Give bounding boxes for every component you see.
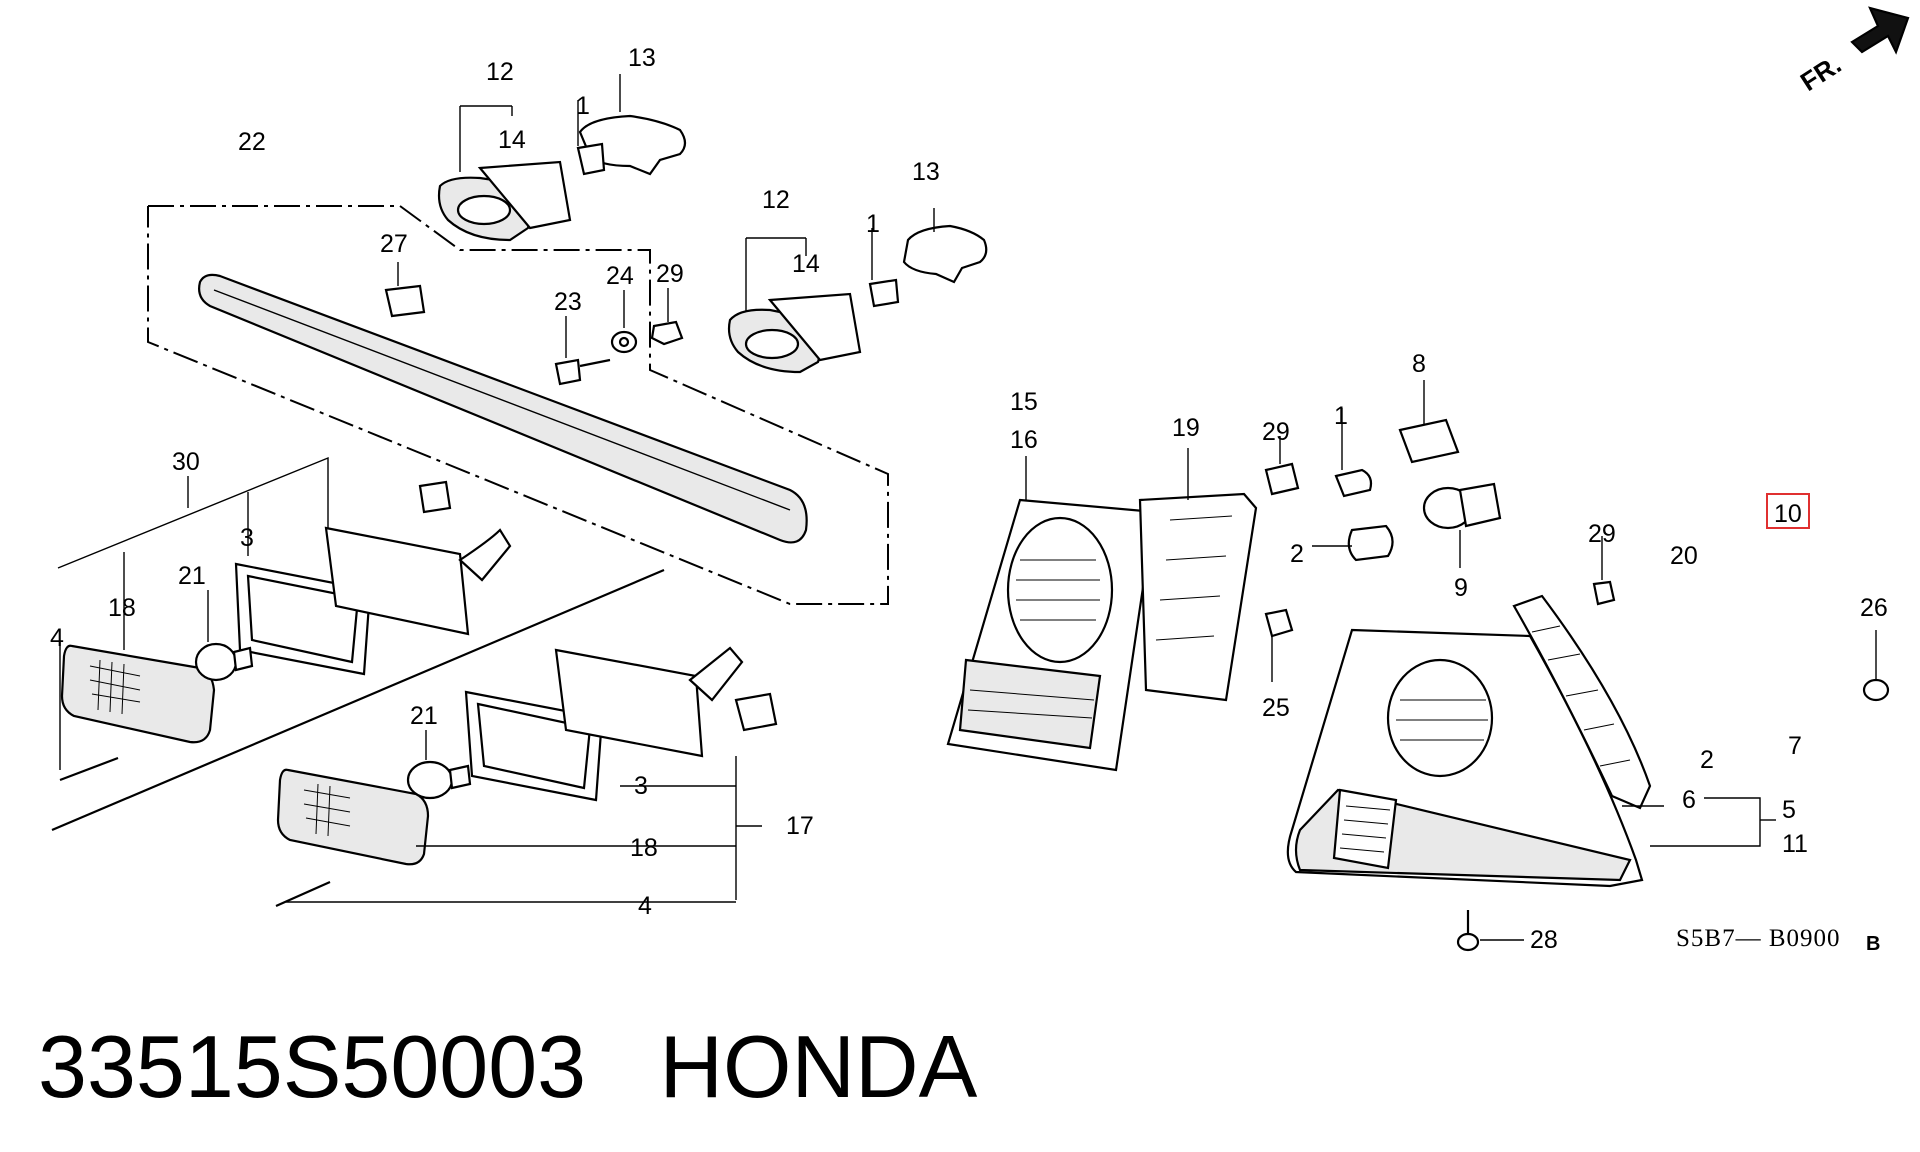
callout-17: 17 (786, 812, 814, 840)
part-number: 33515S50003 (38, 1017, 587, 1116)
callout-29: 29 (656, 260, 684, 288)
grommet-clip-27 (384, 262, 426, 318)
callout-30: 30 (172, 448, 200, 476)
callout-7: 7 (1788, 732, 1802, 760)
callout-10-highlighted: 10 (1774, 500, 1802, 528)
sockets-and-bulbs (1264, 380, 1616, 682)
callout-22: 22 (238, 128, 266, 156)
brand-name: HONDA (659, 1017, 978, 1116)
callout-labels: 12 13 1 14 22 13 12 1 27 14 24 29 23 8 1… (50, 44, 1888, 954)
callout-1: 1 (866, 210, 880, 238)
callout-21: 21 (410, 702, 438, 730)
callout-2: 2 (1290, 540, 1304, 568)
callout-4: 4 (50, 624, 64, 652)
callout-14: 14 (498, 126, 526, 154)
callout-26: 26 (1860, 594, 1888, 622)
callout-12: 12 (486, 58, 514, 86)
callout-5: 5 (1782, 796, 1796, 824)
callout-15: 15 (1010, 388, 1038, 416)
screw-26 (1862, 630, 1890, 702)
callout-24: 24 (606, 262, 634, 290)
drawing-code: S5B7— B0900 (1676, 925, 1841, 952)
screw-28 (1456, 910, 1524, 952)
high-mount-stop-light (147, 205, 889, 605)
callout-18: 18 (630, 834, 658, 862)
callout-13: 13 (912, 158, 940, 186)
callout-14: 14 (792, 250, 820, 278)
callout-27: 27 (380, 230, 408, 258)
callout-11: 11 (1782, 830, 1808, 858)
callout-6: 6 (1682, 786, 1696, 814)
highlight-box (1766, 493, 1810, 529)
tail-light-inner (946, 448, 1258, 772)
callout-4: 4 (638, 892, 652, 920)
screw-23 (554, 316, 611, 386)
callout-3: 3 (634, 772, 648, 800)
callout-3: 3 (240, 524, 254, 552)
side-marker-lower (275, 646, 778, 908)
separator-line (51, 568, 665, 832)
callout-29: 29 (1588, 520, 1616, 548)
callout-18: 18 (108, 594, 136, 622)
side-marker-upper (57, 456, 512, 782)
callout-13: 13 (628, 44, 656, 72)
license-lamp-assembly-right (727, 208, 988, 374)
callout-21: 21 (178, 562, 206, 590)
part-number-caption: 33515S50003 HONDA (38, 1012, 977, 1122)
callout-25: 25 (1262, 694, 1290, 722)
washer-24 (610, 290, 638, 354)
front-direction-label: FR. (1795, 49, 1846, 97)
license-lamp-assembly-left (437, 74, 687, 242)
callout-28: 28 (1530, 926, 1558, 954)
callout-16: 16 (1010, 426, 1038, 454)
callout-29: 29 (1262, 418, 1290, 446)
tail-light-outer (1286, 594, 1776, 888)
nut-29-top (650, 288, 684, 346)
callout-19: 19 (1172, 414, 1200, 442)
drawing-code-suffix: B (1866, 933, 1880, 955)
callout-20: 20 (1670, 542, 1698, 570)
callout-12: 12 (762, 186, 790, 214)
callout-23: 23 (554, 288, 582, 316)
callout-1: 1 (1334, 402, 1348, 430)
callout-1: 1 (576, 92, 590, 120)
callout-2: 2 (1700, 746, 1714, 774)
callout-8: 8 (1412, 350, 1426, 378)
front-direction-arrow-icon: FR. (1795, 6, 1910, 97)
callout-9: 9 (1454, 574, 1468, 602)
